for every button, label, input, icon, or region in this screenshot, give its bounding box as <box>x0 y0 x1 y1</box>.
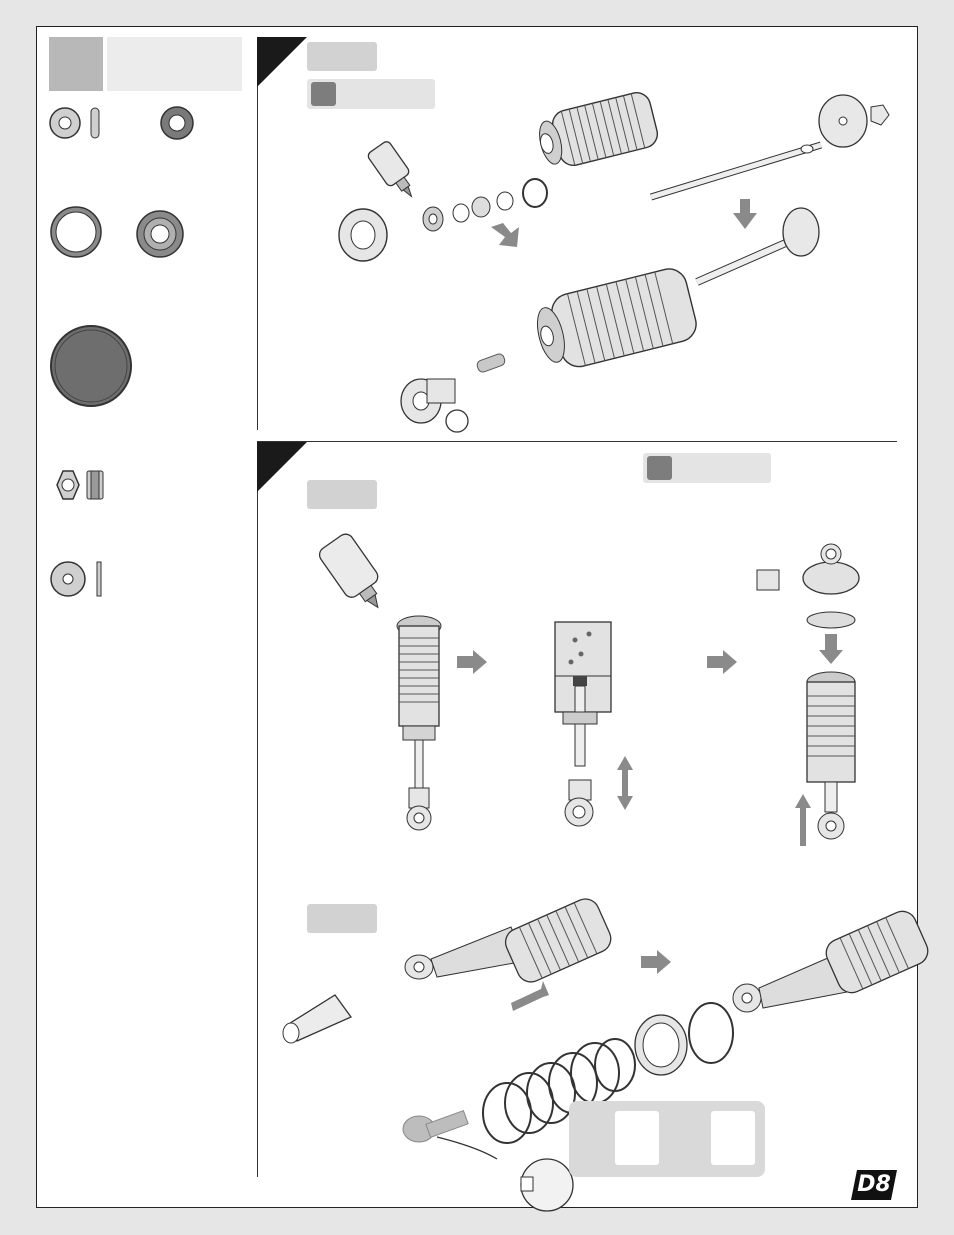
logo-text: D8 <box>857 1172 891 1197</box>
lock-nut-icon <box>56 470 104 500</box>
piston-stack-icon <box>338 178 548 262</box>
shock-shaft-icon <box>649 94 890 201</box>
callout-box-left <box>615 1111 659 1165</box>
spring-cup-icon <box>402 1109 574 1212</box>
parts-panel <box>37 27 257 1177</box>
piston-icon <box>695 207 820 286</box>
spring-callout <box>569 1101 765 1177</box>
tool-square <box>311 82 336 106</box>
tool-square-bottom <box>647 456 672 480</box>
arrow-right-icon <box>707 650 737 674</box>
substep-label-pill <box>307 904 377 933</box>
step-bottom <box>257 442 929 1212</box>
callout-box-right <box>711 1111 755 1165</box>
step-corner-marker <box>257 37 307 87</box>
shock-cutaway-icon <box>554 621 633 827</box>
shock-cap-icon <box>756 543 860 846</box>
parts-header-square <box>49 37 103 91</box>
seal-icon <box>136 210 184 258</box>
arrow-down-right-icon <box>491 223 519 247</box>
panel-divider-bottom <box>257 442 258 1177</box>
parts-header-label <box>107 37 242 91</box>
oil-bottle-icon <box>318 533 379 609</box>
flat-washer-icon <box>50 561 102 597</box>
shock-end-icon <box>400 353 506 433</box>
arrow-right-icon <box>457 650 487 674</box>
o-ring-icon <box>160 106 194 140</box>
shock-body-assembled-icon <box>536 268 697 368</box>
step-divider <box>257 441 897 442</box>
step-label-pill <box>307 42 377 71</box>
oil-bottle-icon <box>367 141 413 198</box>
shock-body-icon <box>539 92 659 167</box>
arrow-down-icon <box>733 199 757 229</box>
step-label-pill-bottom <box>307 480 377 509</box>
arrow-right-icon <box>641 950 671 974</box>
logo-shape <box>851 1170 897 1200</box>
collar-icon <box>634 1002 734 1076</box>
manual-page: D8 <box>36 26 929 1212</box>
brand-logo: D8 <box>851 1170 897 1200</box>
shock-body-icon <box>396 615 442 831</box>
shock-assembly-icon <box>282 898 612 1044</box>
step-corner-marker-bottom <box>257 442 307 492</box>
shock-cap-disc-icon <box>50 325 132 407</box>
large-o-ring-icon <box>50 206 102 258</box>
shock-final-icon <box>732 910 929 1013</box>
panel-divider-top <box>257 37 258 430</box>
washer-icon <box>49 107 100 139</box>
step-top <box>257 27 917 437</box>
